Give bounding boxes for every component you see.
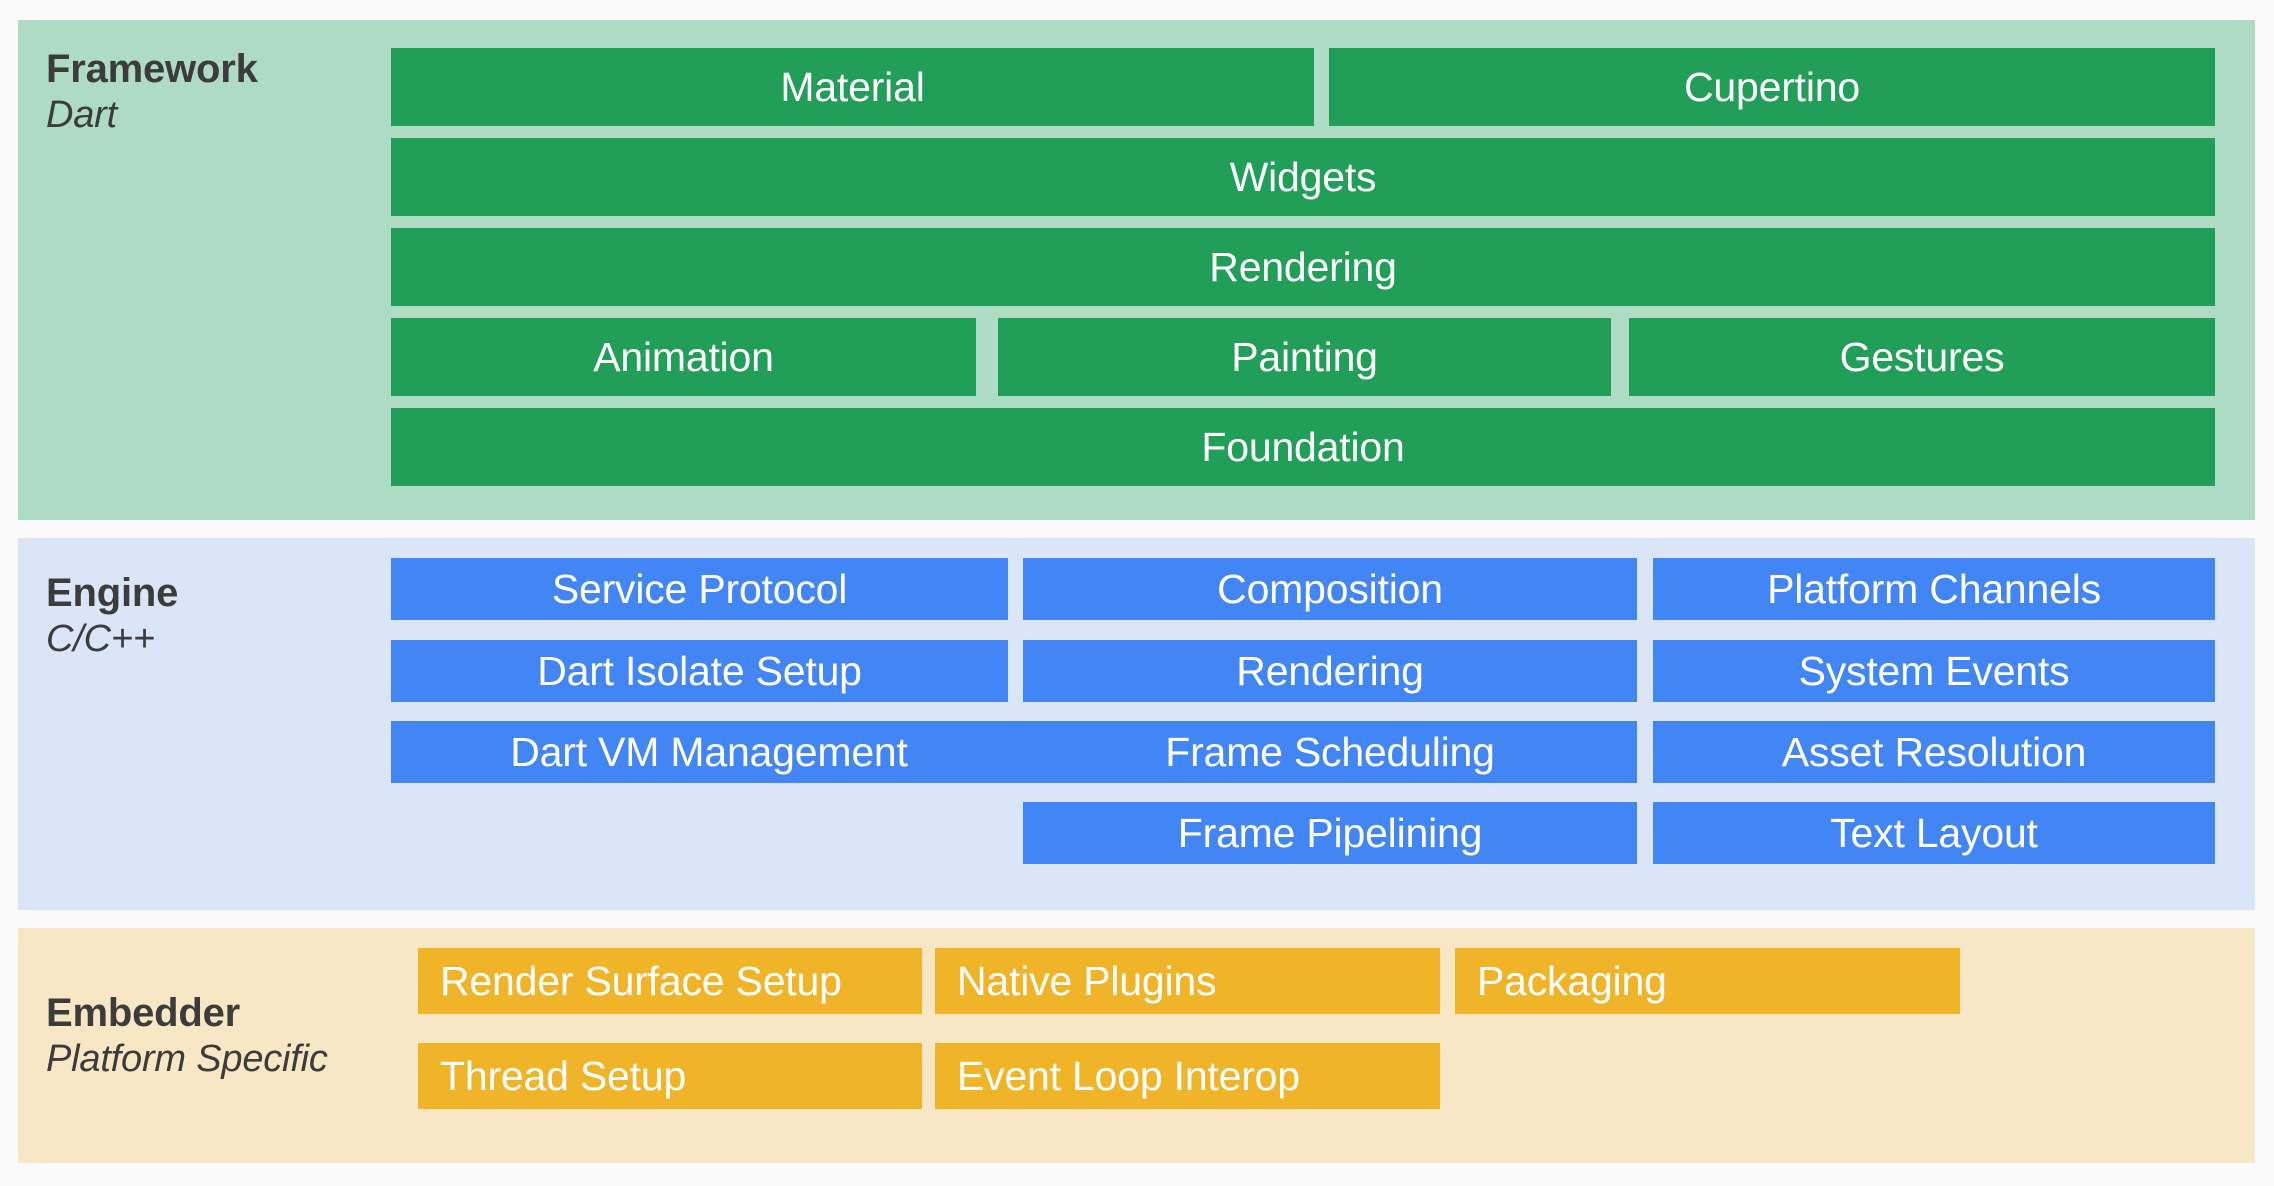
engine-cell-service-protocol[interactable]: Service Protocol [391, 558, 1008, 620]
embedder-layer-sublabel: Platform Specific [46, 1038, 328, 1081]
engine-cell-composition[interactable]: Composition [1023, 558, 1637, 620]
engine-cell-frame-scheduling[interactable]: Frame Scheduling [1023, 721, 1637, 783]
framework-cell-foundation[interactable]: Foundation [391, 408, 2215, 486]
embedder-cell-packaging[interactable]: Packaging [1455, 948, 1960, 1014]
embedder-cell-render-surface-setup[interactable]: Render Surface Setup [418, 948, 922, 1014]
engine-layer-sublabel: C/C++ [46, 618, 155, 661]
framework-cell-rendering[interactable]: Rendering [391, 228, 2215, 306]
engine-cell-dart-isolate-setup[interactable]: Dart Isolate Setup [391, 640, 1008, 702]
embedder-cell-event-loop-interop[interactable]: Event Loop Interop [935, 1043, 1440, 1109]
framework-cell-material[interactable]: Material [391, 48, 1314, 126]
framework-layer-sublabel: Dart [46, 94, 117, 137]
engine-cell-text-layout[interactable]: Text Layout [1653, 802, 2215, 864]
engine-layer-name: Engine [46, 571, 179, 615]
engine-cell-system-events[interactable]: System Events [1653, 640, 2215, 702]
embedder-layer-name: Embedder [46, 991, 241, 1035]
embedder-layer-label: Embedder Platform Specific [46, 990, 328, 1082]
framework-cell-widgets[interactable]: Widgets [391, 138, 2215, 216]
engine-layer-label: Engine C/C++ [46, 570, 178, 662]
engine-cell-asset-resolution[interactable]: Asset Resolution [1653, 721, 2215, 783]
embedder-cell-thread-setup[interactable]: Thread Setup [418, 1043, 922, 1109]
framework-layer-name: Framework [46, 47, 258, 91]
framework-cell-animation[interactable]: Animation [391, 318, 976, 396]
embedder-cell-native-plugins[interactable]: Native Plugins [935, 948, 1440, 1014]
engine-cell-frame-pipelining[interactable]: Frame Pipelining [1023, 802, 1637, 864]
framework-cell-gestures[interactable]: Gestures [1629, 318, 2215, 396]
framework-layer-label: Framework Dart [46, 46, 258, 138]
framework-cell-painting[interactable]: Painting [998, 318, 1611, 396]
engine-cell-dart-vm-management[interactable]: Dart VM Management [391, 721, 1027, 783]
engine-cell-rendering[interactable]: Rendering [1023, 640, 1637, 702]
framework-cell-cupertino[interactable]: Cupertino [1329, 48, 2215, 126]
engine-cell-platform-channels[interactable]: Platform Channels [1653, 558, 2215, 620]
